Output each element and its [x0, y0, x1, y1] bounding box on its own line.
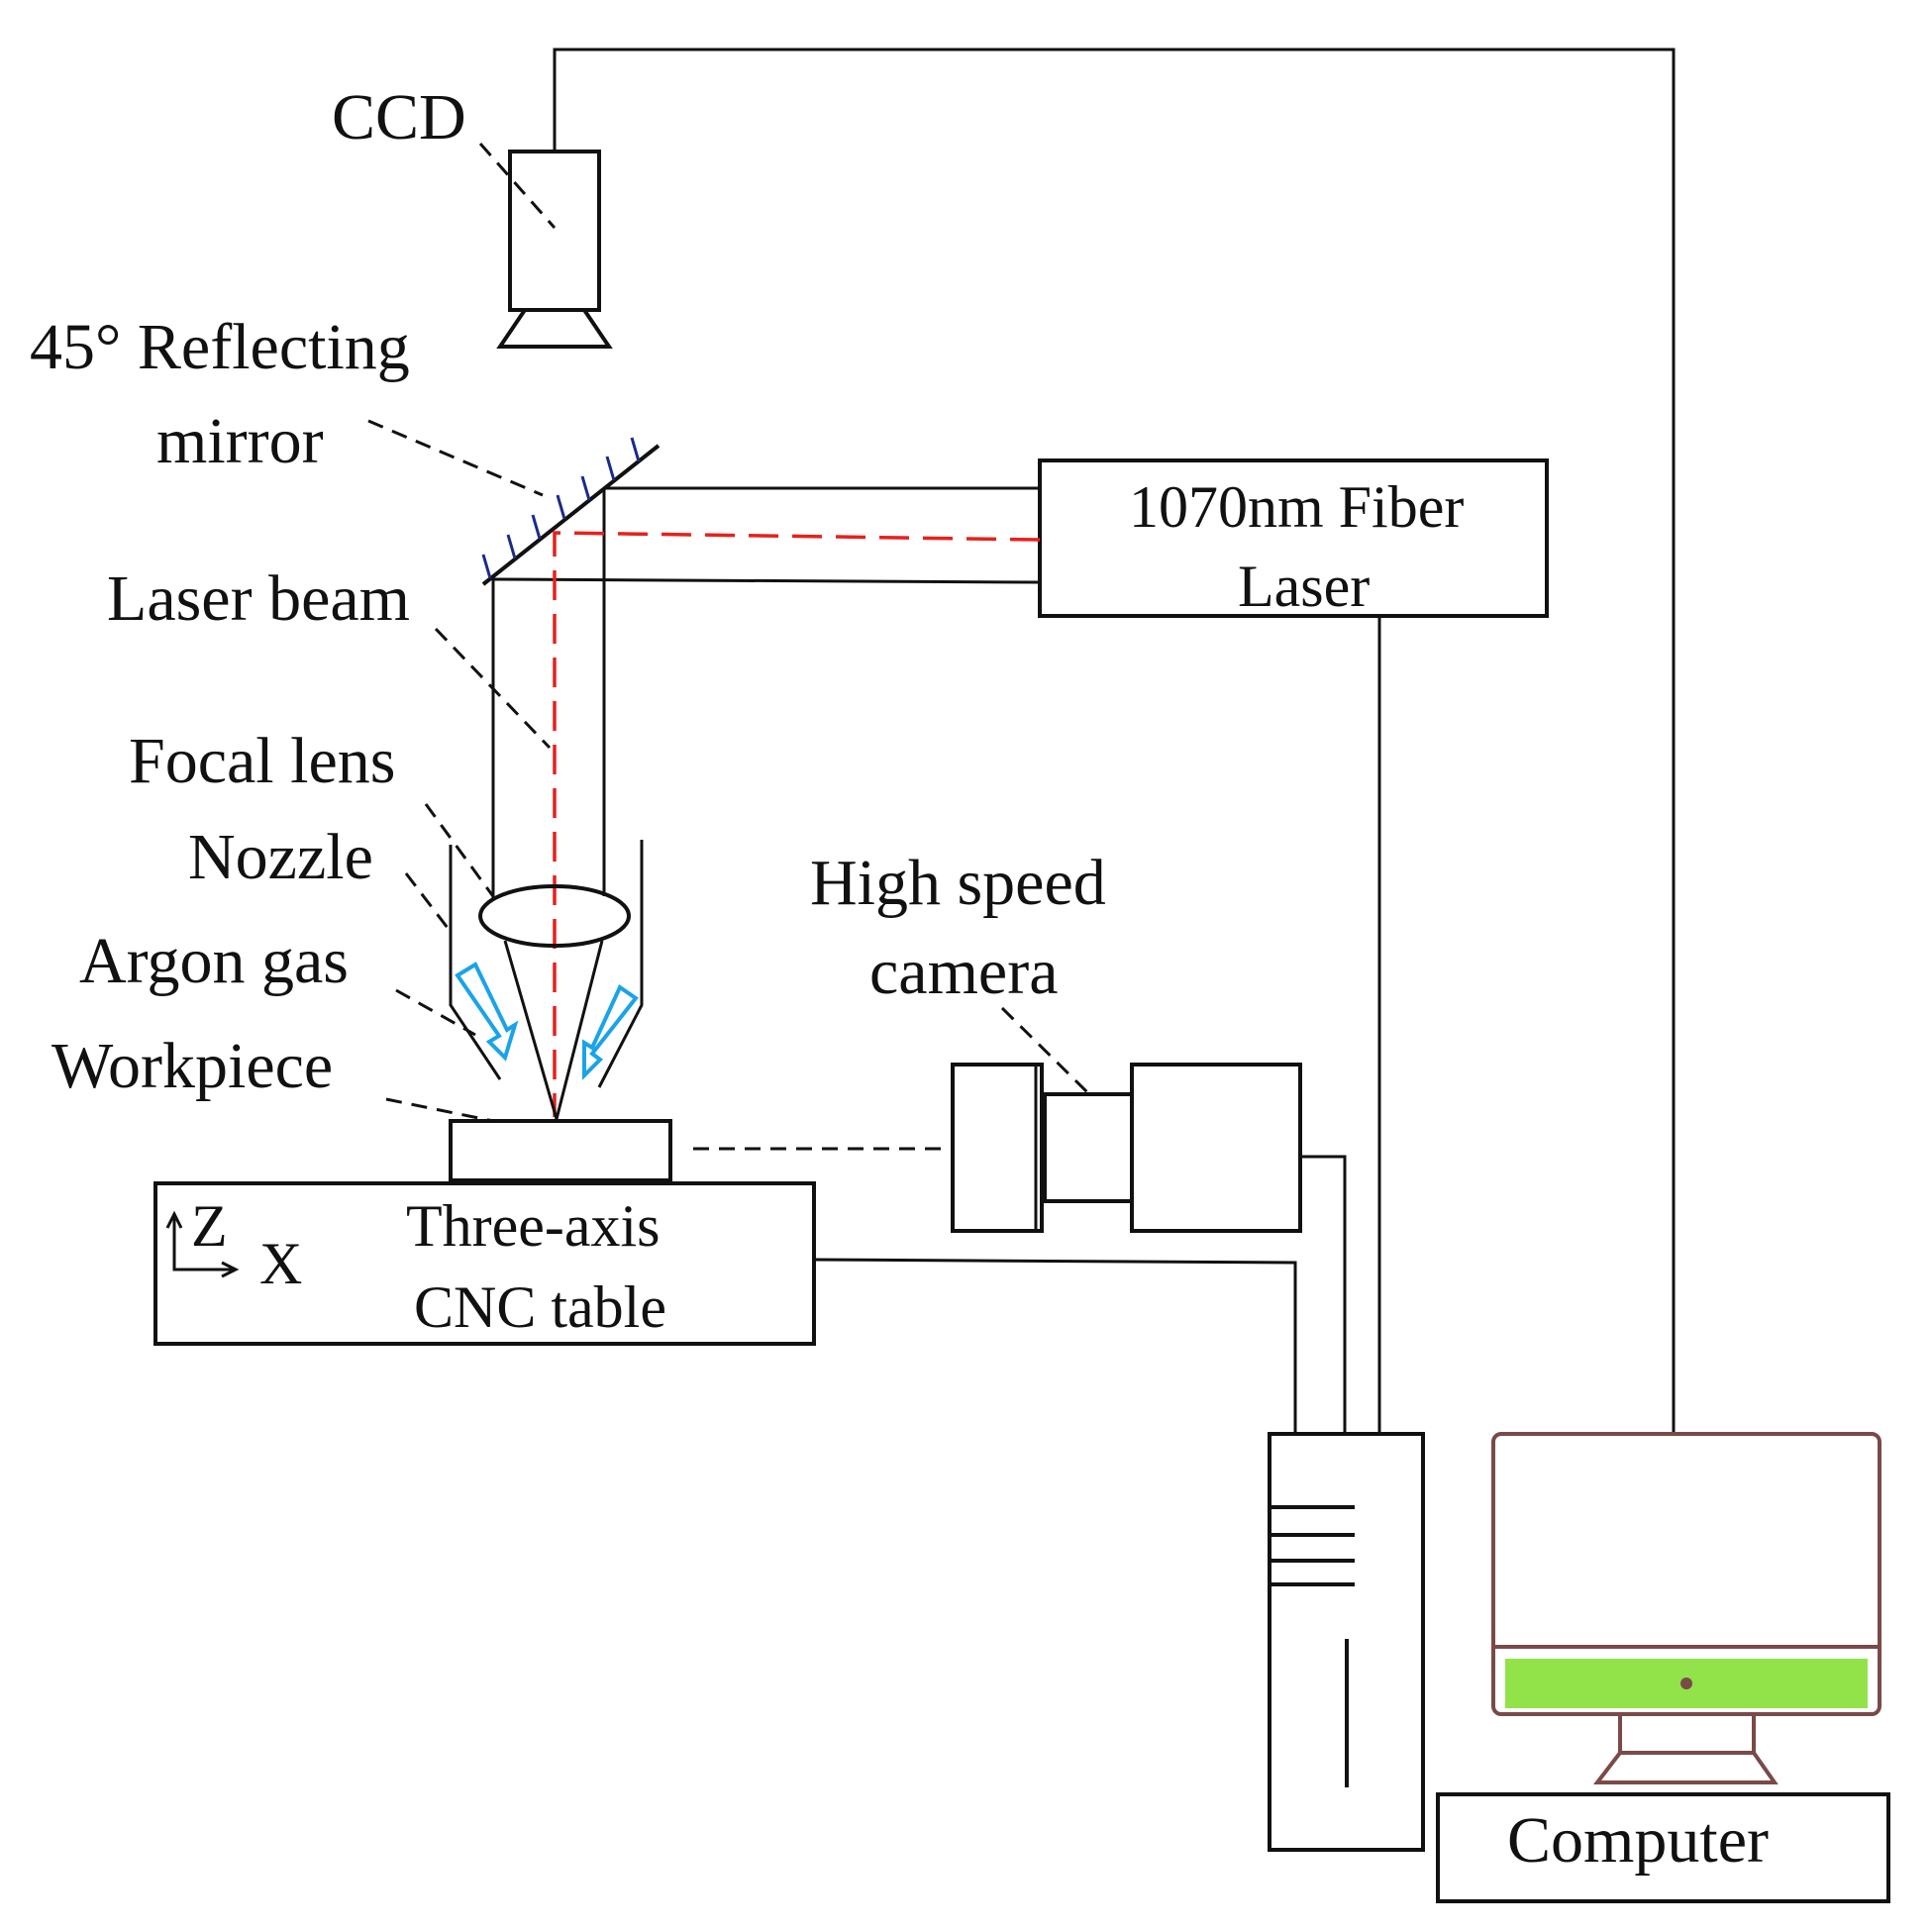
computer-label-box	[1436, 1792, 1890, 1903]
high-speed-label-line2: camera	[869, 936, 1059, 1008]
nozzle	[449, 840, 644, 1088]
workpiece-label: Workpiece	[51, 1030, 333, 1102]
cone-right	[555, 940, 604, 1120]
argon-gas-arrow-left	[455, 962, 519, 1062]
fiber-laser-label-line1: 1070nm Fiber	[1129, 474, 1464, 540]
workpiece-leader	[385, 1097, 494, 1123]
nozzle-leader	[404, 872, 450, 929]
reflecting-mirror	[481, 437, 661, 586]
monitor-icon	[1491, 1432, 1881, 1784]
cnc-label-line1: Three-axis	[406, 1193, 661, 1259]
focal-lens-label: Focal lens	[129, 725, 395, 797]
high-speed-camera-icon	[951, 1063, 1302, 1233]
fiber-laser-label-line2: Laser	[1238, 554, 1370, 619]
xz-axes-icon	[165, 1210, 240, 1278]
ccd-camera-icon	[496, 150, 613, 349]
high-speed-label-line1: High speed	[810, 847, 1106, 919]
axis-z-label: Z	[191, 1193, 228, 1259]
cnc-table	[153, 1181, 816, 1346]
mirror-label-line1: 45° Reflecting	[30, 311, 410, 383]
focal-lens-leader	[424, 803, 497, 900]
cnc-label-line2: CNC table	[414, 1274, 666, 1340]
workpiece	[449, 1119, 672, 1182]
computer-label: Computer	[1507, 1804, 1769, 1877]
laser-beam-label: Laser beam	[107, 562, 410, 635]
argon-gas-arrow-right	[582, 984, 639, 1080]
laser-beam-axis	[553, 531, 1041, 1117]
axis-x-label: X	[259, 1231, 302, 1296]
argon-gas-leader	[395, 988, 476, 1037]
focal-lens	[478, 884, 631, 948]
pc-tower-icon	[1268, 1432, 1425, 1852]
ccd-leader	[478, 143, 557, 229]
beam-edge-bottom	[492, 577, 1041, 584]
ccd-computer-cable	[553, 48, 1676, 1434]
laser-beam-leader	[434, 627, 552, 750]
mirror-label-line2: mirror	[156, 405, 324, 477]
cnc-tower-cable	[813, 1258, 1297, 1434]
camera-tower-cable	[1300, 1155, 1347, 1434]
cone-left	[503, 940, 559, 1120]
high-speed-leader	[1000, 1006, 1091, 1096]
ccd-label: CCD	[332, 81, 466, 153]
argon-gas-label: Argon gas	[79, 925, 349, 997]
nozzle-label: Nozzle	[188, 821, 373, 893]
mirror-leader	[367, 419, 544, 497]
